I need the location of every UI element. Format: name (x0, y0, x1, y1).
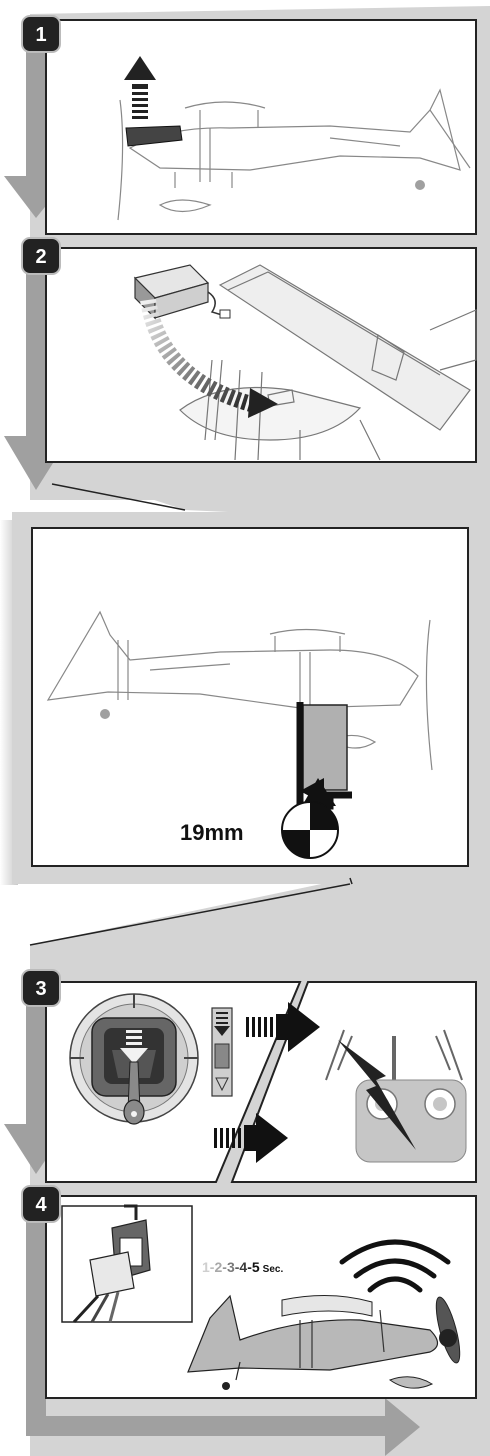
count-3: 3 (227, 1259, 235, 1275)
lift-arrow-icon (124, 56, 156, 119)
battery-hatch-icon (125, 125, 183, 147)
cg-panel: 19mm (31, 483, 469, 885)
step-badge-3: 3 (21, 969, 61, 1007)
count-5: 5 (252, 1259, 260, 1275)
battery-connector-icon (72, 1204, 151, 1324)
dash-1: - (210, 1259, 215, 1275)
step-number-4: 4 (35, 1194, 47, 1216)
cg-pointer-icon (302, 778, 336, 806)
tail-wheel-icon-armed (222, 1382, 230, 1390)
step-number-3: 3 (35, 978, 46, 1000)
center-of-gravity-icon (281, 801, 339, 859)
cg-measurement-label: 19mm (180, 820, 244, 845)
seconds-unit: Sec. (263, 1264, 284, 1275)
count-1: 1 (202, 1259, 210, 1275)
tail-wheel-icon-cg (100, 709, 110, 719)
power-on-arrow-icon (246, 1002, 320, 1052)
dash-2: - (222, 1259, 227, 1275)
flow-arrows (4, 48, 420, 1456)
throttle-trim-icon (211, 1007, 233, 1097)
tail-wheel-icon (415, 180, 425, 190)
step-3-panel (29, 883, 477, 1183)
step-1-panel (45, 19, 477, 235)
airplane-armed-icon (187, 1294, 461, 1389)
count-2: 2 (214, 1259, 222, 1275)
step-number-2: 2 (35, 246, 46, 268)
insert-battery-arrow-icon (140, 298, 278, 418)
throttle-gimbal-icon (69, 993, 199, 1125)
step-badge-1: 1 (21, 15, 61, 53)
lightning-bolt-icon (338, 1040, 416, 1150)
count-4: 4 (239, 1259, 247, 1275)
airplane-side-view (117, 88, 471, 221)
airplane-front-view (179, 264, 477, 461)
signal-waves-icon (339, 1239, 451, 1293)
cg-range-marker (302, 704, 348, 791)
step-badge-2: 2 (21, 237, 61, 275)
dash-3: - (235, 1259, 240, 1275)
power-on-arrow-icon-2 (214, 1113, 288, 1163)
step-number-1: 1 (35, 24, 46, 46)
dash-4: - (247, 1259, 252, 1275)
airplane-side-view-right (46, 610, 433, 771)
step-2-panel (45, 247, 477, 463)
step-badge-4: 4 (21, 1185, 61, 1223)
